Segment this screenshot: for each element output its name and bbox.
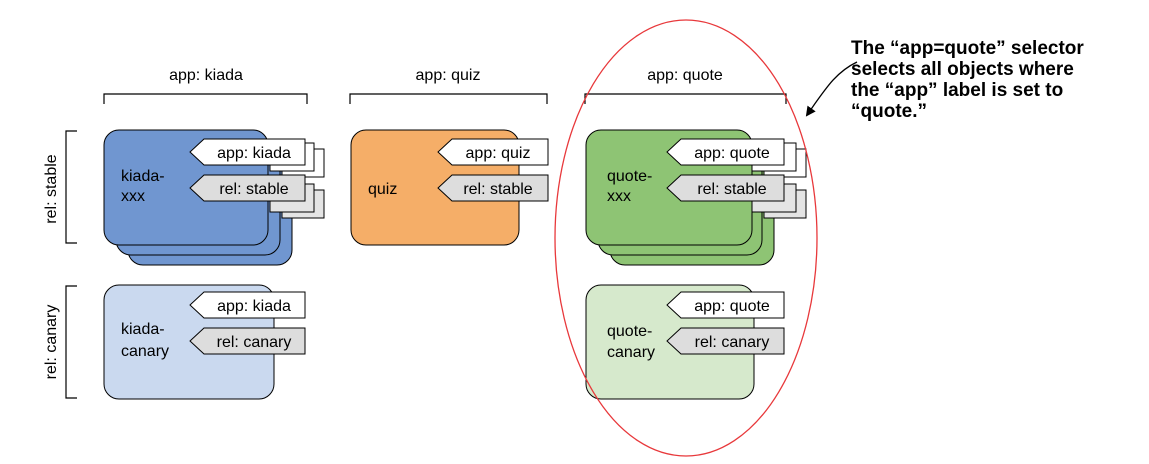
row-label-text: rel: canary <box>43 305 60 380</box>
label-tag-rel: rel: canary <box>189 327 306 355</box>
column-bracket <box>103 93 308 104</box>
svg-text:app: kiada: app: kiada <box>217 145 291 162</box>
svg-text:rel: canary: rel: canary <box>695 334 770 351</box>
row-bracket <box>65 130 77 244</box>
selection-ellipse <box>554 19 818 457</box>
pod-quiz: quiz app: quiz rel: stable <box>350 129 549 246</box>
pod-name: quiz <box>368 181 397 198</box>
pod-kiada-xxx: kiada- xxx app: kiada rel: stable <box>103 129 325 266</box>
column-header-quiz: app: quiz <box>349 67 548 104</box>
svg-text:app: kiada: app: kiada <box>217 298 291 315</box>
pod-name: kiada- xxx <box>121 168 169 205</box>
column-header-label: app: quiz <box>416 67 481 84</box>
label-tag-app: app: quiz <box>437 138 549 166</box>
label-tag-app: app: quote <box>666 138 785 166</box>
column-header-label: app: kiada <box>169 67 243 84</box>
callout-note: The “app=quote” selector selects all obj… <box>851 38 1141 122</box>
svg-text:app: quote: app: quote <box>694 298 770 315</box>
pod-quote-canary: quote- canary app: quote rel: canary <box>585 284 785 400</box>
callout-line: selects all objects where <box>851 59 1074 80</box>
row-bracket <box>65 285 77 399</box>
pod-name: kiada- canary <box>121 321 169 360</box>
svg-text:rel: canary: rel: canary <box>217 334 292 351</box>
svg-text:app: quiz: app: quiz <box>466 145 531 162</box>
label-tag-rel: rel: stable <box>437 174 549 202</box>
label-tag-app: app: quote <box>666 291 785 319</box>
label-tag-rel: rel: stable <box>666 174 785 202</box>
svg-text:rel: stable: rel: stable <box>463 181 532 198</box>
pod-name: quote- canary <box>607 323 657 361</box>
column-bracket <box>349 93 548 104</box>
callout-line: the “app” label is set to <box>851 80 1064 101</box>
pod-name: quote- xxx <box>607 168 657 205</box>
callout-arrow <box>805 61 858 117</box>
label-tag-rel: rel: stable <box>189 174 306 202</box>
row-label-text: rel: stable <box>43 154 60 223</box>
pod-quote-xxx: quote- xxx app: quote rel: stable <box>585 129 807 266</box>
svg-text:rel: stable: rel: stable <box>219 181 288 198</box>
row-label-canary: rel: canary <box>43 285 77 399</box>
column-header-quote: app: quote <box>584 67 787 104</box>
row-label-stable: rel: stable <box>43 130 77 244</box>
label-tag-app: app: kiada <box>189 138 306 166</box>
column-header-kiada: app: kiada <box>103 67 308 104</box>
label-tag-rel: rel: canary <box>666 327 785 355</box>
callout-line: The “app=quote” selector <box>851 38 1084 59</box>
column-header-label: app: quote <box>647 67 723 84</box>
column-bracket <box>584 93 787 104</box>
svg-text:app: quote: app: quote <box>694 145 770 162</box>
label-tag-app: app: kiada <box>189 291 306 319</box>
callout-line: “quote.” <box>851 101 927 122</box>
svg-text:rel: stable: rel: stable <box>697 181 766 198</box>
pod-kiada-canary: kiada- canary app: kiada rel: canary <box>103 284 306 400</box>
